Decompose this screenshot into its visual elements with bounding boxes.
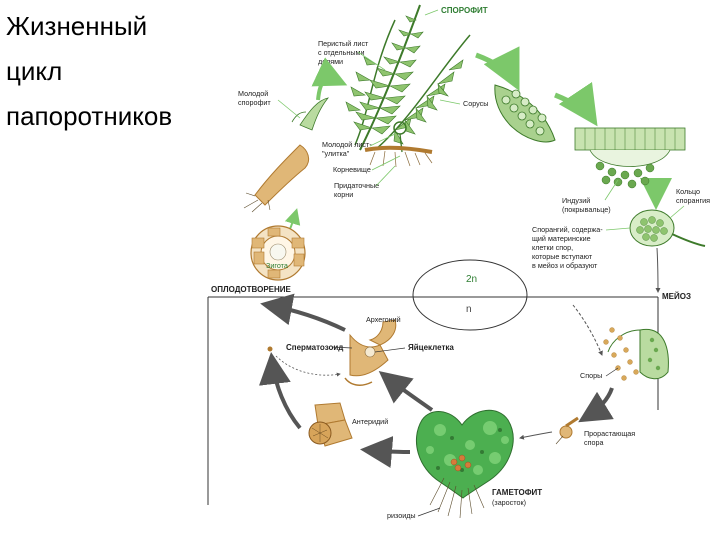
ploidy-ellipse	[412, 259, 528, 331]
title-line-3: папоротников	[6, 101, 173, 131]
arrow-antheridium-to-sperm	[258, 352, 302, 430]
archegonium-illustration	[344, 319, 397, 386]
pinnate-leaf-label-3: долями	[318, 57, 343, 66]
arrow-germinating-to-gametophyte	[519, 431, 553, 440]
zygote-illustration	[250, 225, 306, 281]
slide-title: Жизненный цикл папоротников	[6, 4, 206, 139]
sperm-label: Сперматозоид	[286, 343, 343, 352]
archegonium-label: Архегоний	[366, 315, 401, 324]
arrow-sporangium-to-meiosis	[655, 247, 661, 293]
sperm-cell-icon	[267, 346, 273, 352]
indusium-label-1: Индузий	[562, 196, 590, 205]
sporophyte-frond-illustration	[345, 4, 471, 168]
sori-label: Сорусы	[463, 99, 488, 108]
annulus-label-1: Кольцо	[676, 187, 700, 196]
arrow-to-spores	[572, 304, 603, 356]
germinating-spore-label-1: Прорастающая	[584, 429, 635, 438]
arrow-sori-to-section	[554, 81, 598, 127]
fertilization-label: ОПЛОДОТВОРЕНИЕ	[211, 285, 292, 294]
title-line-2: цикл	[6, 56, 63, 86]
germinating-spore-illustration	[555, 416, 579, 445]
zygote-label: Зигота	[266, 261, 288, 270]
gametophyte-illustration	[415, 410, 514, 519]
sorus-section-illustration	[574, 127, 686, 189]
spore-release-illustration	[603, 327, 669, 381]
rhizoids-label: ризоиды	[387, 511, 416, 520]
sporangium-desc-2: щий материнские	[532, 234, 591, 243]
adventitious-roots-label-2: корни	[334, 190, 353, 199]
germinating-spore-label-2: спора	[584, 438, 603, 447]
pinnate-leaf-label-1: Перистый лист	[318, 39, 369, 48]
egg-label: Яйцеклетка	[408, 343, 454, 352]
meiosis-label: МЕЙОЗ	[662, 292, 691, 301]
pinnate-leaf-label-2: с отдельными	[318, 48, 364, 57]
antheridium-label: Антеридий	[352, 417, 388, 426]
sporangium-desc-5: в мейоз и образуют	[532, 261, 598, 270]
sporangium-illustration	[629, 209, 706, 247]
title-line-1: Жизненный	[6, 11, 148, 41]
annulus-label-2: спорангия	[676, 196, 710, 205]
gametophyte-sublabel: (заросток)	[492, 498, 526, 507]
haploid-label: n	[466, 304, 472, 315]
arrow-archegonium-to-fertilization	[260, 293, 346, 332]
gametophyte-label: ГАМЕТОФИТ	[492, 488, 542, 497]
antheridium-illustration	[308, 402, 353, 447]
arrow-sperm-to-egg-dotted	[275, 355, 341, 377]
indusium-label-2: (покрывальце)	[562, 205, 611, 214]
young-sporophyte-illustration	[243, 97, 329, 213]
arrow-spores-to-germinating	[578, 387, 614, 423]
sporangium-desc-3: клетки спор,	[532, 243, 573, 252]
young-sporophyte-label-2: спорофит	[238, 98, 271, 107]
spores-label: Споры	[580, 371, 602, 380]
young-leaf-label-1: Молодой лист-	[322, 140, 372, 149]
rhizome-label: Корневище	[333, 165, 371, 174]
arrow-section-to-sporangium	[639, 177, 672, 210]
sporangium-desc-1: Спорангий, содержа-	[532, 225, 603, 234]
adventitious-roots-label-1: Придаточные	[334, 181, 379, 190]
sporangium-desc-4: которые вступают	[532, 252, 593, 261]
arrow-young-sporophyte-to-frond	[311, 57, 348, 101]
young-leaf-label-2: "улитка"	[322, 149, 350, 158]
young-sporophyte-label-1: Молодой	[238, 89, 268, 98]
arrow-frond-to-sori	[475, 46, 520, 91]
arrow-gametophyte-to-archegonium	[378, 371, 434, 412]
diploid-label: 2n	[466, 274, 477, 285]
sporophyte-label: СПОРОФИТ	[441, 6, 488, 15]
sori-pinna-illustration	[494, 84, 556, 143]
arrow-gametophyte-to-antheridium	[360, 436, 411, 468]
